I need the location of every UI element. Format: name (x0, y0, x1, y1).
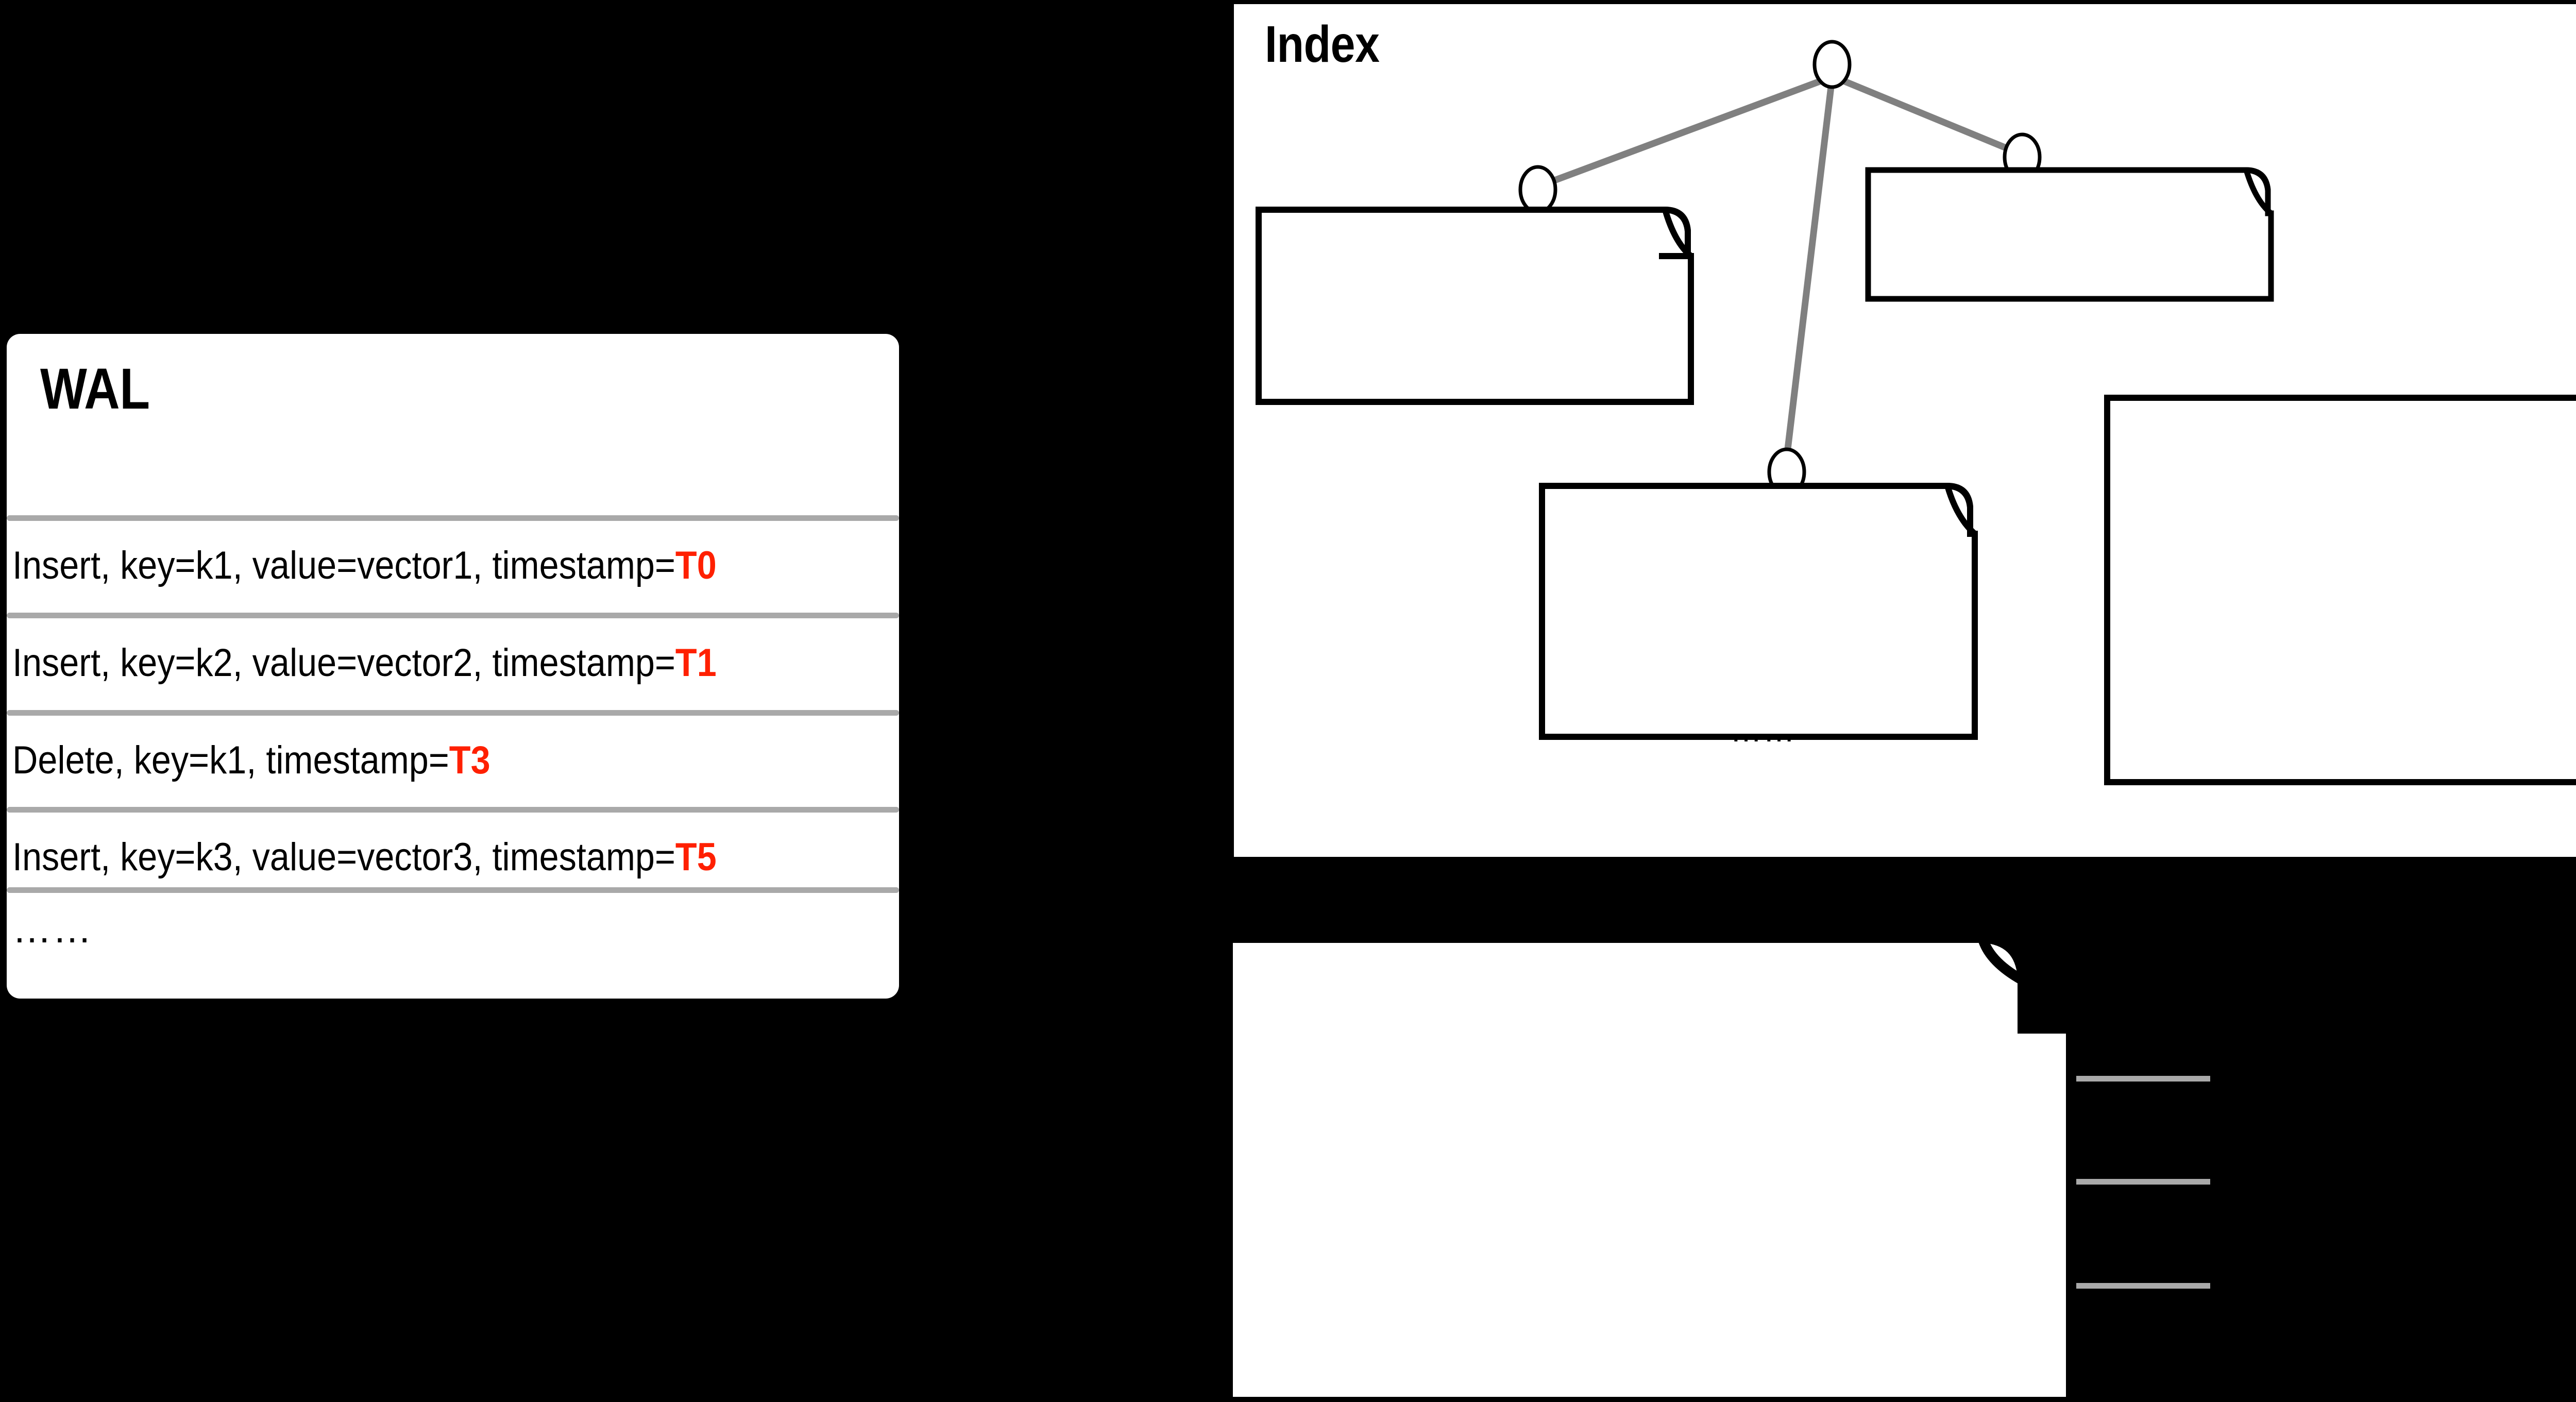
index-leaf-k2k3-row-1-text: k3, vector3, timestamp= (1551, 640, 1857, 676)
wal-row-0-timestamp: T0 (675, 544, 717, 587)
bin-log-heading: Bin Log (1249, 939, 1413, 996)
index-leaf-right-ellipsis: …… (2055, 212, 2121, 247)
index-leaf-k2k3-row-0-timestamp: T1 (1856, 567, 1891, 603)
bin-log-row-1-text: Op=Insert, execution_time=5,…,timestamp= (1261, 1204, 1879, 1243)
wal-separator-2 (7, 710, 899, 716)
index-leaf-k1-row-0-text: k1, vector1, timestamp= (1266, 284, 1572, 319)
index-leaf-k2k3-ellipsis: …… (1730, 713, 1796, 749)
index-leaf-k2k3-separator-0 (1542, 548, 1975, 554)
delete-log-separator-0 (2107, 594, 2576, 599)
bin-log-document (1223, 933, 2221, 1402)
bin-log-row-0-timestamp: T0 (1879, 1101, 1916, 1140)
index-leaf-k2k3-separator-2 (1542, 695, 1975, 700)
index-panel (1234, 4, 2576, 857)
index-leaf-k2k3-row-0-text: k2, vector2, timestamp= (1551, 567, 1857, 603)
delete-log-row-0: k3, delete_pos, …, timestamp=T3 (2119, 612, 2550, 649)
index-leaf-k1-row-0: k1, vector1, timestamp=T0 (1266, 283, 1606, 320)
index-leaf-k2k3-row-1: k3, vector3, timestamp=T5 (1551, 640, 1890, 677)
bin-log-separator-0 (1228, 1076, 2221, 1082)
wal-row-2-text: Delete, key=k1, timestamp= (12, 738, 449, 782)
bin-log-ellipsis: …… (1261, 1309, 1333, 1348)
wal-separator-4 (7, 887, 899, 893)
bin-log-separator-2 (1228, 1283, 2221, 1289)
wal-row-2: Delete, key=k1, timestamp=T3 (12, 738, 490, 783)
index-heading: Index (1265, 15, 1380, 73)
wal-separator-0 (7, 515, 899, 521)
delete-log-row-0-text: k3, delete_pos, …, timestamp= (2119, 613, 2516, 648)
index-leaf-k1-separator-0 (1259, 264, 1691, 270)
delete-log-row-0-timestamp: T3 (2516, 613, 2550, 648)
index-leaf-k1-separator-1 (1259, 337, 1691, 343)
bin-log-separator-1 (1228, 1179, 2221, 1185)
delete-log-heading: Delete Log (2143, 423, 2350, 475)
wal-row-0: Insert, key=k1, value=vector1, timestamp… (12, 543, 717, 588)
index-leaf-k2k3-separator-1 (1542, 621, 1975, 627)
bin-log-row-1: Op=Insert, execution_time=5,…,timestamp=… (1261, 1204, 1916, 1244)
wal-heading: WAL (40, 357, 150, 421)
bin-log-row-0-text: Op=Insert, execution_time=3,…,timestamp= (1261, 1101, 1879, 1140)
wal-row-3-timestamp: T5 (675, 835, 717, 879)
wal-separator-3 (7, 807, 899, 813)
wal-row-2-timestamp: T3 (449, 738, 490, 782)
index-leaf-k2k3-row-0: k2, vector2, timestamp=T1 (1551, 567, 1890, 603)
wal-row-0-text: Insert, key=k1, value=vector1, timestamp… (12, 544, 675, 587)
wal-ellipsis: …… (12, 907, 93, 951)
delete-log-ellipsis: …… (2395, 711, 2461, 746)
wal-row-1: Insert, key=k2, value=vector2, timestamp… (12, 640, 717, 685)
wal-row-3: Insert, key=k3, value=vector3, timestamp… (12, 835, 717, 880)
wal-separator-1 (7, 613, 899, 618)
wal-row-3-text: Insert, key=k3, value=vector3, timestamp… (12, 835, 675, 879)
wal-row-1-text: Insert, key=k2, value=vector2, timestamp… (12, 641, 675, 685)
delete-log-separator-1 (2107, 667, 2576, 673)
bin-log-row-1-timestamp: T1 (1879, 1204, 1916, 1243)
bin-log-row-0: Op=Insert, execution_time=3,…,timestamp=… (1261, 1101, 1916, 1141)
index-leaf-k1-ellipsis: …… (1448, 356, 1514, 392)
index-leaf-k2k3-row-1-timestamp: T5 (1856, 640, 1891, 676)
index-leaf-k1-row-0-timestamp: T0 (1572, 284, 1606, 319)
wal-row-1-timestamp: T1 (675, 641, 717, 685)
